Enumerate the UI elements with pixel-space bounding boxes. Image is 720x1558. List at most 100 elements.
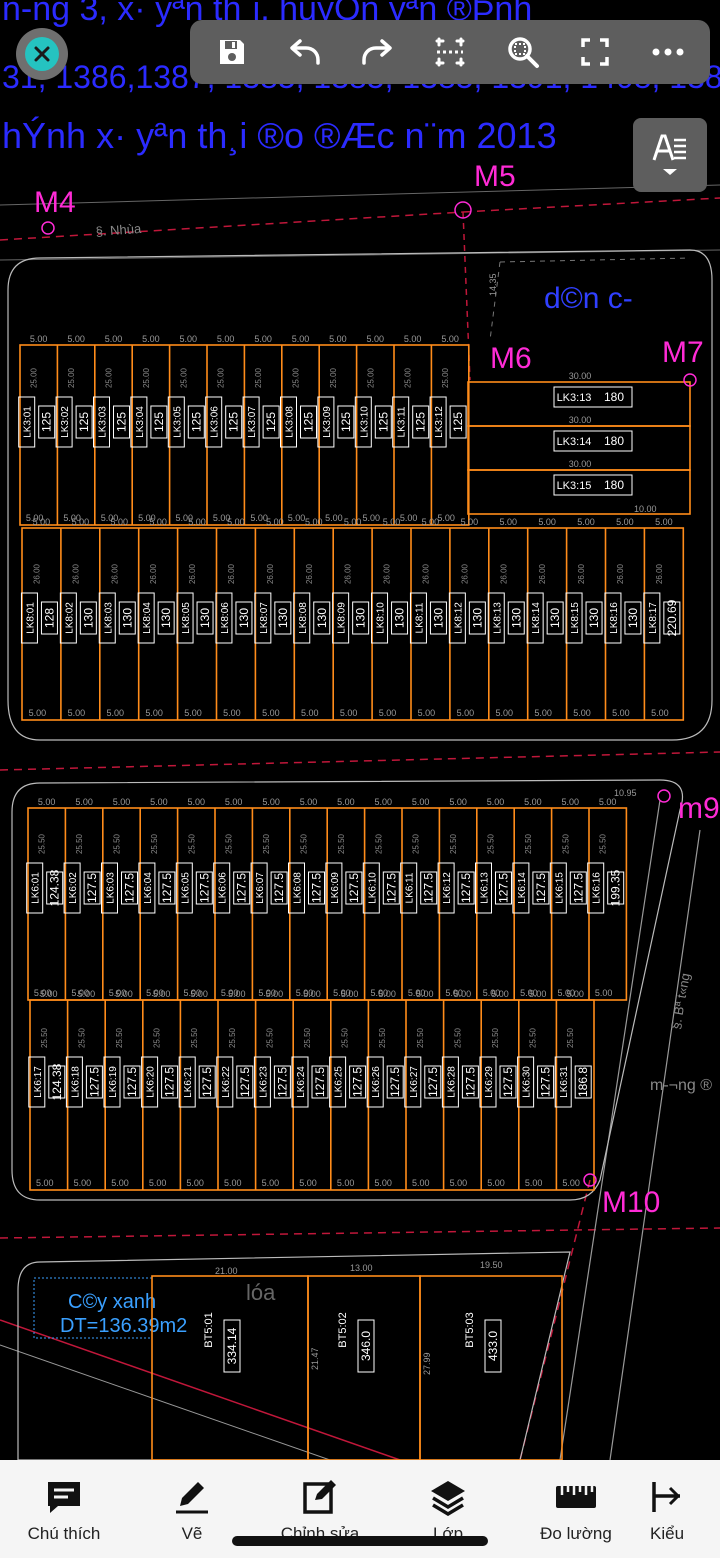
dimension-text: 5.00: [487, 1178, 505, 1188]
lot-area-box: [300, 405, 317, 439]
text-mode-button[interactable]: [633, 118, 707, 192]
lot-label-box: [216, 1056, 234, 1108]
nav-item-draw[interactable]: Vẽ: [128, 1460, 256, 1544]
lot-id-label: LK3:05: [172, 406, 183, 438]
lot-area-label: 125: [414, 412, 428, 432]
dimension-text: 10.00: [634, 504, 657, 514]
dimension-text: 5.00: [67, 334, 85, 344]
nav-item-label: Đo lường: [540, 1524, 612, 1543]
lot-id-label: LK6:09: [330, 872, 341, 904]
dimension-text: 5.00: [33, 517, 51, 527]
lot-area-label: 127.5: [388, 1067, 402, 1097]
lot-id-label: LK8:09: [337, 602, 348, 634]
lot-area-label: 127.5: [534, 873, 548, 903]
dimension-text: 5.00: [115, 989, 133, 999]
lot-area-box: [270, 871, 288, 905]
dimension-text: 25.50: [40, 1027, 49, 1048]
lot-area-label: 125: [227, 412, 241, 432]
lot-label-box: [250, 862, 268, 914]
lot-area-box: [161, 1065, 179, 1099]
dimension-text: 25.00: [179, 367, 188, 388]
dimension-text: 5.00: [106, 708, 124, 718]
lot-label-box: [479, 1056, 497, 1108]
crop-button[interactable]: [423, 25, 477, 79]
dimension-text: 26.00: [227, 563, 236, 584]
dimension-text: 5.00: [408, 988, 426, 998]
dimension-text: 5.00: [110, 517, 128, 527]
lot-area-label: 125: [451, 412, 465, 432]
dimension-text: 5.00: [525, 1178, 543, 1188]
dimension-text: 5.00: [487, 797, 505, 807]
dimension-text: 5.00: [495, 708, 513, 718]
save-button[interactable]: [205, 25, 259, 79]
marker-m6: M6: [490, 342, 532, 375]
nav-item-edit[interactable]: Chỉnh sửa: [256, 1460, 384, 1544]
nav-item-measure[interactable]: Đo lường: [512, 1460, 640, 1544]
lot-label-box: [138, 862, 156, 914]
dimension-text: 5.00: [445, 988, 463, 998]
lot-id-label: LK3:03: [98, 406, 109, 438]
lot-area-box: [352, 601, 370, 635]
redo-button[interactable]: [350, 25, 404, 79]
road-edge-line: [609, 829, 701, 1460]
lot-id-label: LK6:17: [33, 1066, 44, 1098]
lot-id-label: BT5:01: [203, 1312, 215, 1347]
lot-label-box: [317, 396, 335, 448]
dimension-text: 5.00: [227, 517, 245, 527]
dimension-text: 5.00: [225, 797, 243, 807]
dimension-text: 5.00: [491, 989, 509, 999]
comment-icon: [48, 1482, 80, 1513]
lot-id-label: LK3:08: [285, 406, 296, 438]
lot-area-box: [311, 1065, 329, 1099]
dimension-text: 5.00: [213, 513, 231, 523]
dimension-text: 5.00: [337, 1178, 355, 1188]
nav-item-annotation[interactable]: Chú thích: [0, 1460, 128, 1544]
lot-label-box: [178, 1056, 196, 1108]
lot-area-label: 125: [189, 412, 203, 432]
lot-label-box: [26, 862, 44, 914]
lot-id-label: LK6:01: [31, 872, 42, 904]
dimension-text: 5.00: [188, 517, 206, 527]
dimension-text: 25.50: [303, 1027, 312, 1048]
undo-button[interactable]: [278, 25, 332, 79]
dimension-text: 5.00: [400, 513, 418, 523]
lot-area-label: 127.5: [463, 1067, 477, 1097]
lot-id-label: LK6:25: [334, 1066, 345, 1098]
lot-area-label: 127.5: [501, 1067, 515, 1097]
zoom-window-button[interactable]: [496, 25, 550, 79]
dimension-text: 26.00: [460, 563, 469, 584]
dimension-text: 5.00: [566, 989, 584, 999]
block-outline-top: [7, 249, 713, 741]
dimension-text: 30.00: [569, 371, 592, 381]
nav-item-label: Chú thích: [27, 1524, 101, 1543]
nav-item-layers[interactable]: Lớp: [384, 1460, 512, 1544]
lot-id-label: LK6:10: [367, 872, 378, 904]
lot-area-label: 127.5: [160, 873, 174, 903]
nav-item-style[interactable]: Kiểu: [640, 1460, 720, 1544]
lot-area-box: [274, 601, 292, 635]
dimension-text: 5.00: [266, 517, 284, 527]
cad-drawing-canvas[interactable]: n-ng 3, x· yªn th¸i, huyÖn yªn ®Þnh 31, …: [0, 0, 720, 1460]
lot-area-box: [225, 405, 243, 439]
lot-id-label: LK8:04: [142, 602, 153, 634]
dimension-text: 5.00: [534, 708, 552, 718]
lot-id-label: LK6:30: [522, 1066, 533, 1098]
lot-area-box: [262, 405, 280, 439]
home-indicator: [232, 1536, 488, 1546]
dimension-text: 25.50: [190, 1027, 199, 1048]
lot-area-box: [158, 871, 176, 905]
block-outline-bottom: [17, 1251, 571, 1460]
dimension-text: 5.00: [333, 988, 351, 998]
dimension-text: 5.00: [138, 513, 156, 523]
marker-m6-label: M6: [490, 342, 532, 375]
fullscreen-button[interactable]: [568, 25, 622, 79]
close-button[interactable]: [16, 28, 68, 80]
lot-label-box: [20, 592, 38, 644]
lot-id-label: LK3:13: [557, 392, 592, 404]
lot-area-box: [507, 601, 525, 635]
lot-id-label: LK6:16: [592, 872, 603, 904]
lot-area-label: 125: [40, 412, 54, 432]
lot-area-box: [236, 1065, 254, 1099]
more-icon: [652, 48, 684, 56]
more-button[interactable]: [641, 25, 695, 79]
